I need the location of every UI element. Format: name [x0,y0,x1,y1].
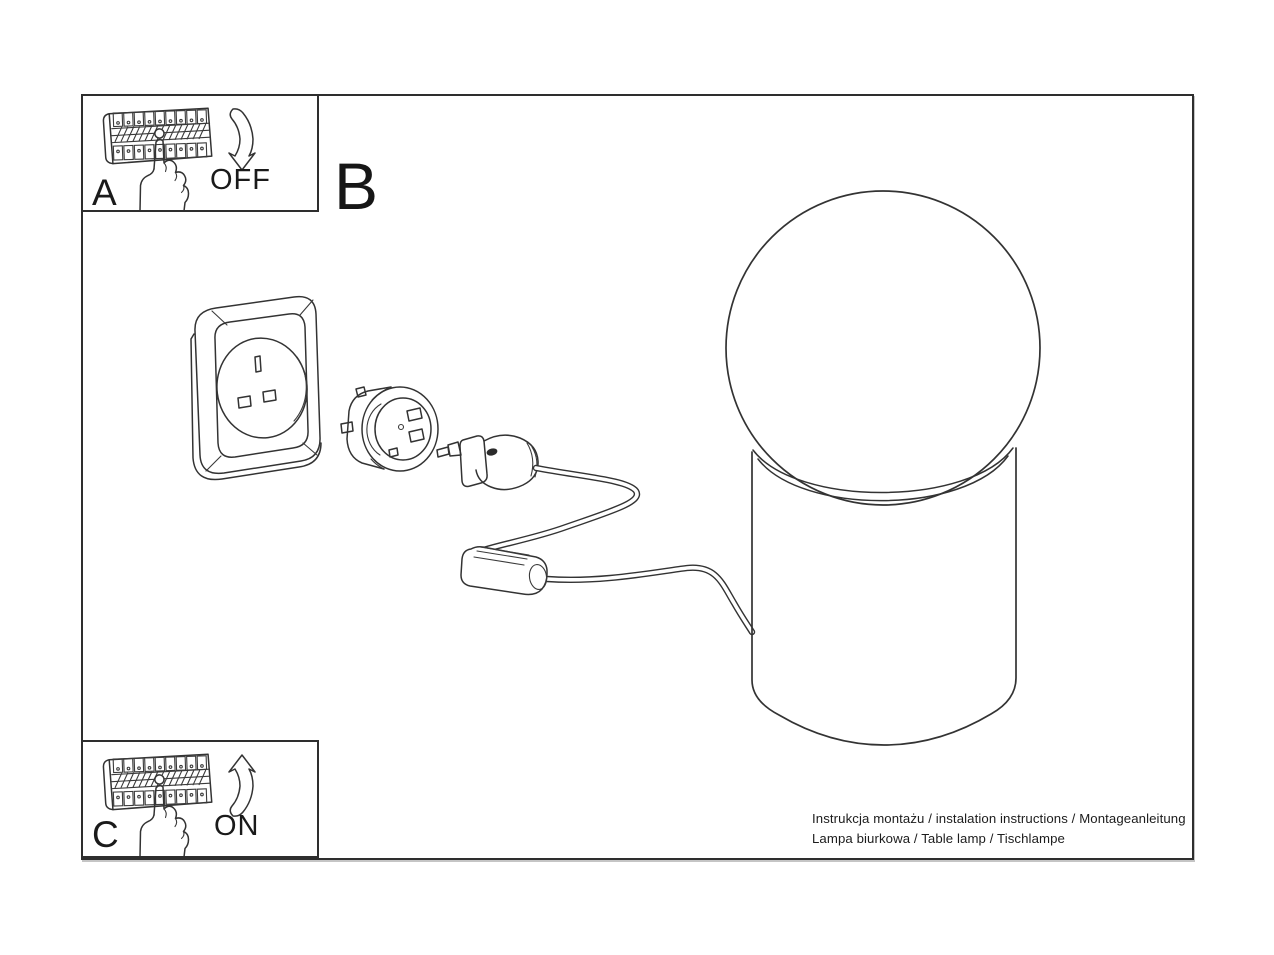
on-label: ON [214,810,260,842]
socket-pin-hole-right [262,389,277,403]
lamp-rim-outer [752,447,1014,494]
step-c-label: C [92,814,119,855]
socket-earth-slot [254,355,262,373]
lamp-rim-inner [757,455,1009,502]
switch-rocker [473,546,530,566]
step-panel-c: C ON [81,740,319,858]
curved-arrow-up-icon [228,754,256,817]
main-border-frame [81,94,1194,860]
step-panel-a: A OFF [81,94,319,212]
step-b-label: B [334,149,379,223]
off-label: OFF [210,164,271,196]
travel-adapter-illustration [340,386,439,472]
lamp-glass-sphere [725,190,1041,506]
footer-line-2: Lampa biurkowa / Table lamp / Tischlampe [812,830,1065,846]
curved-arrow-down-icon [228,108,256,171]
panel-a-illustration [102,107,256,210]
ball-table-lamp-illustration [725,190,1041,746]
footer-line-1: Instrukcja montażu / instalation instruc… [812,811,1186,826]
step-a-label: A [92,172,117,213]
uk-wall-socket-illustration [190,295,322,481]
lamp-cylinder-base [751,447,1017,746]
footer-captions: Instrukcja montażu / instalation instruc… [812,809,1186,848]
euro-plug-illustration [436,434,539,491]
inline-cord-switch-illustration [460,545,548,596]
socket-pin-hole-left [237,395,252,409]
power-cable [474,464,756,636]
panel-c-illustration [102,753,256,856]
